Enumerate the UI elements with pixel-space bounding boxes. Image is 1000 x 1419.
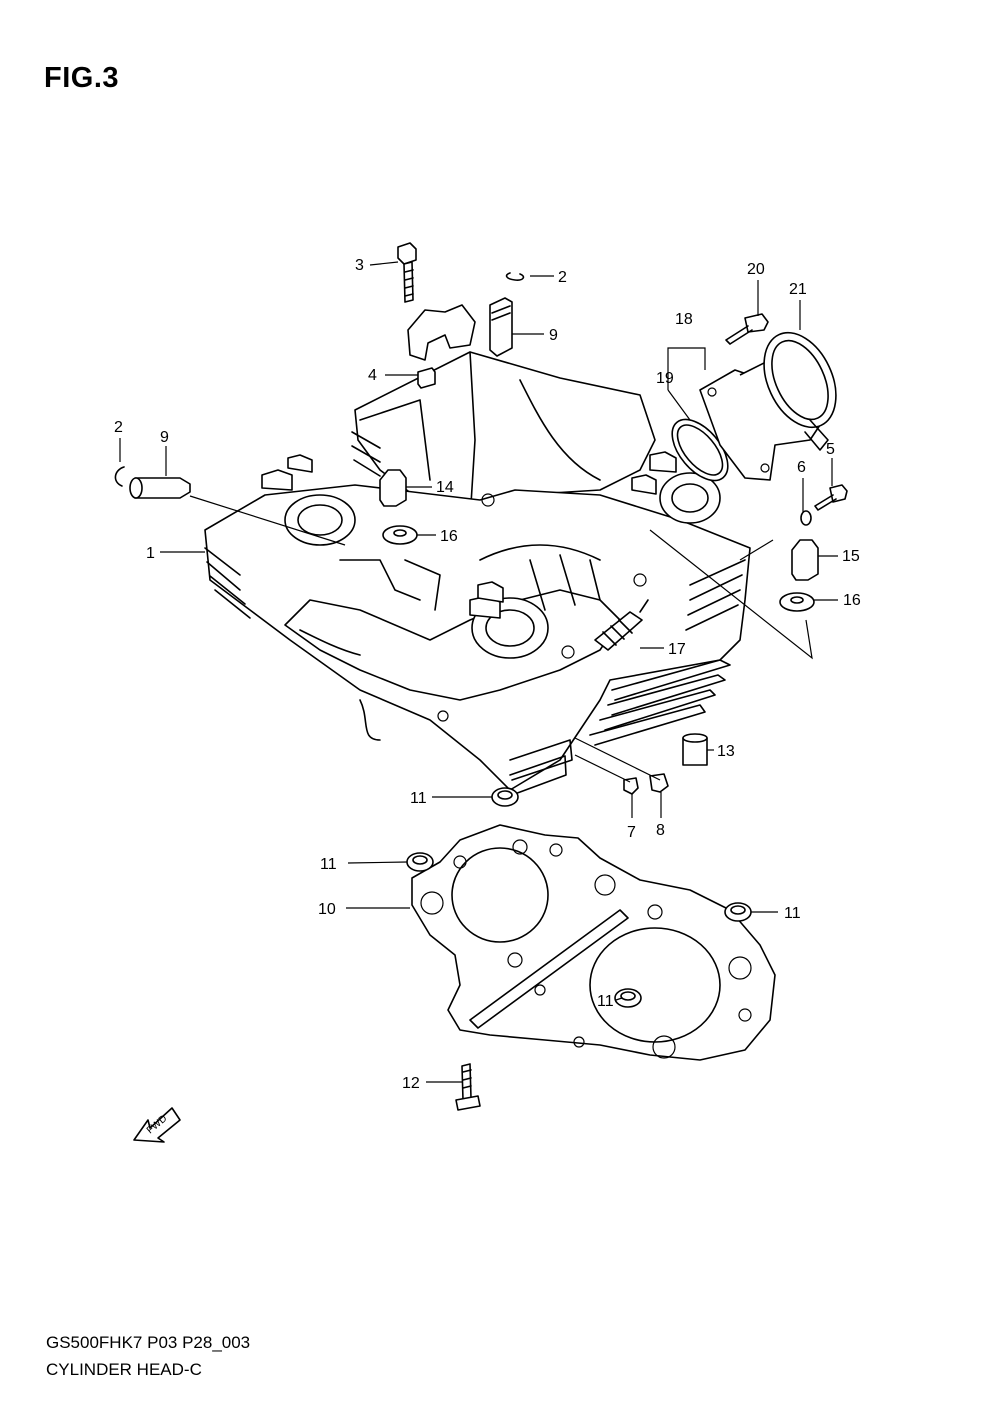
dowel-part-11-d	[614, 988, 642, 1008]
leader-lines	[119, 261, 838, 1083]
cap-nut-part-14	[379, 469, 407, 507]
callout-6: 6	[797, 459, 806, 476]
callout-12: 12	[402, 1075, 420, 1092]
callout-15: 15	[842, 548, 860, 565]
dowel-part-11-b	[406, 852, 434, 872]
callout-9-left: 9	[160, 429, 169, 446]
forward-arrow-icon: FWD	[133, 1107, 181, 1143]
callout-11-d: 11	[597, 993, 614, 1010]
washer-part-16-upper	[382, 525, 418, 545]
stud-part-17	[594, 599, 649, 651]
washer-part-16-lower	[779, 592, 815, 612]
plug-part-8	[649, 773, 669, 793]
callout-3: 3	[355, 257, 364, 274]
callout-16-upper: 16	[440, 528, 458, 545]
bolt-part-3	[397, 242, 417, 303]
callout-5: 5	[826, 441, 835, 458]
bolt-part-12	[455, 1063, 481, 1111]
callout-14: 14	[436, 479, 454, 496]
callout-20: 20	[747, 261, 765, 278]
lifter-part-9-left	[129, 477, 191, 499]
callout-10: 10	[318, 901, 336, 918]
dowel-part-11-a	[491, 787, 519, 807]
o-ring-part-19	[671, 418, 729, 482]
callout-11-b: 11	[320, 856, 337, 873]
figure-title: FIG.3	[44, 62, 120, 94]
callout-18: 18	[675, 311, 693, 328]
callout-labels: 3 2 9 4 2 9 1 14 16 18 19 20 21 6 5 15 1…	[114, 257, 861, 1092]
callout-2-left: 2	[114, 419, 123, 436]
circlip-part-2-left	[114, 466, 125, 487]
dowel-part-11-c	[724, 902, 752, 922]
dowel-part-4	[417, 367, 436, 389]
callout-8: 8	[656, 822, 665, 839]
screw-part-7	[623, 777, 639, 795]
cylinder-head	[204, 351, 751, 796]
callout-9-top: 9	[549, 327, 558, 344]
dowel-part-13	[682, 733, 708, 766]
callout-11-c: 11	[784, 905, 801, 922]
callout-1: 1	[146, 545, 155, 562]
callout-2-top: 2	[558, 269, 567, 286]
screw-part-20	[725, 313, 769, 345]
callout-4: 4	[368, 367, 377, 384]
callout-11-a: 11	[410, 790, 427, 807]
figure-caption: CYLINDER HEAD-C	[46, 1360, 202, 1379]
washer-part-6	[800, 510, 812, 526]
clamp-part-21	[763, 331, 837, 451]
callout-17: 17	[668, 641, 686, 658]
cap-nut-part-15	[791, 539, 819, 581]
bolt-part-5	[814, 484, 848, 511]
model-code: GS500FHK7 P03 P28_003	[46, 1333, 251, 1352]
callout-16-lower: 16	[843, 592, 861, 609]
circlip-part-2-top	[505, 272, 525, 281]
head-gasket	[411, 824, 776, 1061]
callout-19: 19	[656, 370, 674, 387]
callout-21: 21	[789, 281, 807, 298]
callout-13: 13	[717, 743, 735, 760]
callout-7: 7	[627, 824, 636, 841]
lifter-part-9-top	[489, 297, 513, 357]
rocker-bracket	[407, 304, 476, 361]
